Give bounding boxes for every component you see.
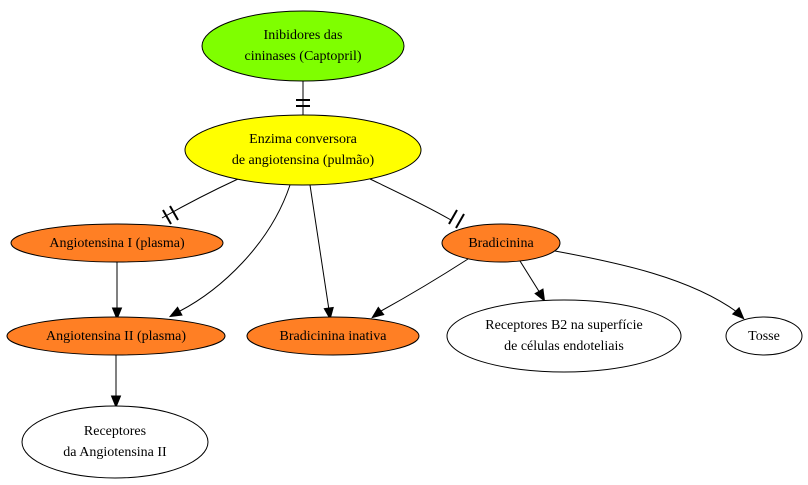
edge-ang1-to-ang2: [111, 262, 123, 321]
node-eca-label-1: Enzima conversora: [249, 132, 357, 147]
node-receptores-ang2: Receptores da Angiotensina II: [21, 405, 209, 479]
node-receptores-ang2-shape: [21, 405, 209, 479]
edge-line: [309, 184, 330, 311]
node-ang1: Angiotensina I (plasma): [10, 223, 224, 263]
edge-bradicinina-to-receptores-b2: [519, 260, 546, 303]
node-tosse-label: Tosse: [748, 329, 780, 344]
edge-ang2-to-receptores-ang2: [110, 355, 122, 409]
node-captopril-label-1: Inibidores das: [264, 28, 343, 43]
edge-captopril-to-eca: [296, 81, 310, 115]
inhibition-bar: [448, 209, 458, 225]
inhibition-bar: [169, 205, 179, 221]
arrow-head: [110, 395, 122, 409]
node-eca: Enzima conversora de angiotensina (pulmã…: [184, 114, 422, 186]
edge-line: [161, 178, 239, 219]
node-ang1-label: Angiotensina I (plasma): [49, 236, 185, 251]
inhibition-bar: [455, 213, 465, 229]
node-bradicinina-inativa-label: Bradicinina inativa: [280, 329, 388, 344]
node-captopril: Inibidores das cininases (Captopril): [201, 10, 405, 82]
node-eca-shape: [184, 114, 422, 186]
arrow-head: [731, 306, 745, 320]
node-ang1-shape: [10, 223, 224, 263]
edge-line: [380, 258, 469, 312]
node-captopril-shape: [201, 10, 405, 82]
edge-eca-to-ang2: [168, 184, 291, 318]
node-ang2: Angiotensina II (plasma): [6, 316, 226, 356]
node-bradicinina-inativa: Bradicinina inativa: [246, 316, 420, 356]
arrow-head: [168, 306, 183, 318]
node-receptores-b2-label-1: Receptores B2 na superfície: [485, 318, 642, 333]
node-receptores-ang2-label-2: da Angiotensina II: [63, 445, 167, 460]
node-bradicinina: Bradicinina: [441, 223, 561, 263]
node-tosse-shape: [725, 316, 803, 356]
arrow-head: [534, 288, 546, 303]
edge-line: [519, 260, 541, 294]
inhibition-bar: [162, 209, 172, 225]
node-bradicinina-inativa-shape: [246, 316, 420, 356]
edge-bradicinina-to-bradicinina-inativa: [371, 258, 469, 319]
edge-eca-to-ang1: [161, 178, 239, 225]
arrow-head: [111, 307, 123, 321]
node-eca-label-2: de angiotensina (pulmão): [232, 153, 375, 168]
node-receptores-ang2-label-1: Receptores: [84, 424, 146, 439]
node-bradicinina-label: Bradicinina: [468, 236, 534, 251]
edge-eca-to-bradicinina-inativa: [309, 184, 334, 321]
node-ang2-shape: [6, 316, 226, 356]
node-receptores-b2-shape: [446, 299, 682, 373]
arrow-head: [323, 306, 334, 321]
edge-bradicinina-to-tosse: [554, 250, 745, 320]
edges-layer: [110, 81, 745, 409]
node-captopril-label-2: cininases (Captopril): [244, 49, 361, 64]
edge-eca-to-bradicinina: [369, 178, 465, 229]
edge-line: [554, 250, 738, 313]
node-receptores-b2: Receptores B2 na superfície de células e…: [446, 299, 682, 373]
edge-line: [369, 178, 452, 221]
edge-line: [179, 184, 291, 312]
arrow-head: [371, 306, 385, 319]
node-ang2-label: Angiotensina II (plasma): [46, 329, 186, 344]
node-receptores-b2-label-2: de células endoteliais: [504, 339, 624, 354]
node-tosse: Tosse: [725, 316, 803, 356]
node-bradicinina-shape: [441, 223, 561, 263]
